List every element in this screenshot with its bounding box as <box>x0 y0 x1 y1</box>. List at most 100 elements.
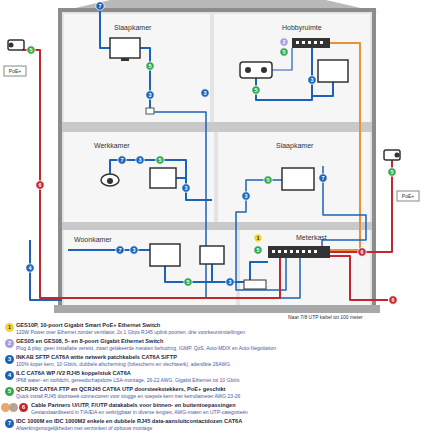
legend-title: GES05 en GES08, 5- en 8-poort Gigabit Et… <box>16 338 163 345</box>
callout-holder: 5 <box>145 62 155 70</box>
legend-description: Quick install RJ45 doorsteek-connectoren… <box>16 393 240 399</box>
legend-description: Plug & play, geen installatie vereist, z… <box>16 345 276 351</box>
legend-holder: GES05 en GES08, 5- en 8-poort Gigabit Et… <box>16 338 163 345</box>
legend-title: GES10P, 10-poort Gigabit Smart PoE+ Ethe… <box>16 322 160 329</box>
legend-title: ILC CAT6A WP /V2 RJ45 koppelstuk CAT6A <box>16 370 131 377</box>
callout-number: 3 <box>200 89 210 97</box>
legend-holder: INKAB SFTP CAT6A witte netwerk patchkabe… <box>16 354 177 361</box>
callout-holder: 1 <box>253 234 263 242</box>
legend-swatch: 7 <box>5 419 14 428</box>
callout-circle <box>26 264 34 272</box>
callout-number: 2 <box>279 38 289 46</box>
legend-swatch: 2 <box>5 339 14 348</box>
callout-number: 5 <box>251 86 261 94</box>
callout-holder: 7 <box>115 246 125 254</box>
legend-desc-holder: Plug & play, geen installatie vereist, z… <box>16 345 276 351</box>
callout-circle <box>252 86 260 94</box>
callout-circle <box>242 192 250 200</box>
callout-holder: 6 <box>35 181 45 189</box>
callout-holder: 5 <box>251 86 261 94</box>
legend-title: QCRJ45 CAT6A FTP en QCRJ45 CAT6A UTP doo… <box>16 386 225 393</box>
callout-circle <box>156 156 164 164</box>
room-box: Hobbyruimte <box>214 14 370 122</box>
callout-number: 6 <box>35 181 45 189</box>
callout-number: 5 <box>155 156 165 164</box>
callout-number: 5 <box>387 168 397 176</box>
callout-holder: 5 <box>155 156 165 164</box>
label-holder: Naar 7/8 UTP kabel tot 100 meter <box>288 314 363 321</box>
room-label: Werkkamer <box>94 142 130 150</box>
callout-circle <box>226 278 234 286</box>
legend-desc-holder: IP68 water- en stofdicht, gereedschapslo… <box>16 377 240 383</box>
callout-circle <box>280 38 288 46</box>
room-label: Slaapkamer <box>114 24 151 32</box>
callout-holder: 5 <box>263 176 273 184</box>
callout-holder: 7 <box>318 174 328 182</box>
room-box: Woonkamer <box>64 230 236 305</box>
legend-desc-holder: Gestandaardiseerd in TIA/EIA en verkrijg… <box>31 409 248 415</box>
callout-holder: 5 <box>26 46 36 54</box>
poe-label: PoE+ <box>4 66 26 76</box>
legend-number: 7 <box>5 419 14 428</box>
callout-circle <box>389 296 397 304</box>
callout-circle <box>27 46 35 54</box>
legend-number: 2 <box>5 339 14 348</box>
callout-number: 6 <box>388 296 398 304</box>
callout-number: 3 <box>307 76 317 84</box>
callout-circle <box>280 48 288 56</box>
legend-number: 1 <box>5 323 14 332</box>
callout-holder: 4 <box>25 264 35 272</box>
callout-holder: 3 <box>145 91 155 99</box>
legend-number: 4 <box>5 371 14 380</box>
callout-holder: 3 <box>135 156 145 164</box>
room-box: Slaapkamer <box>218 132 370 222</box>
legend-description: IP68 water- en stofdicht, gereedschapslo… <box>16 377 240 383</box>
callout-holder: 7 <box>117 156 127 164</box>
callout-number: 5 <box>279 48 289 56</box>
room-label: Hobbyruimte <box>282 24 322 32</box>
callout-circle <box>388 168 396 176</box>
callout-holder: 3 <box>129 246 139 254</box>
legend-title: Cable Partners U/UTP, F/UTP datakabels v… <box>31 402 236 409</box>
legend-number: 6 <box>19 403 28 412</box>
legend-number: 3 <box>5 355 14 364</box>
legend-holder: ILC CAT6A WP /V2 RJ45 koppelstuk CAT6A <box>16 370 131 377</box>
note-label: Naar 7/8 UTP kabel tot 100 meter <box>288 314 363 321</box>
callout-number: 3 <box>135 156 145 164</box>
legend-desc-holder: Afwerkingsmogelijkheden met verzonken of… <box>16 425 152 431</box>
callout-number: 6 <box>357 248 367 256</box>
legend-swatch: 3 <box>5 355 14 364</box>
callout-number: 5 <box>183 278 193 286</box>
legend-title: IDC 1000M en IDC 1000M2 enkele en dubbel… <box>16 418 242 425</box>
callout-holder: 5 <box>387 168 397 176</box>
legend-description: Gestandaardiseerd in TIA/EIA en verkrijg… <box>31 409 248 415</box>
callout-holder: 5 <box>279 48 289 56</box>
callout-circle <box>319 174 327 182</box>
callout-circle <box>136 156 144 164</box>
legend-holder: IDC 1000M en IDC 1000M2 enkele en dubbel… <box>16 418 242 425</box>
room-box: Slaapkamer <box>64 14 210 122</box>
room-label: Woonkamer <box>74 236 112 244</box>
legend-description: 100% koper kern, 10 Gbit/s, dubbele afsc… <box>16 361 230 367</box>
room-box: Meterkast <box>240 230 370 305</box>
legend-desc-holder: Quick install RJ45 doorsteek-connectoren… <box>16 393 240 399</box>
callout-number: 7 <box>117 156 127 164</box>
callout-circle <box>118 156 126 164</box>
callout-holder: 5 <box>183 278 193 286</box>
legend-desc-holder: 120W Power over Ethernet zonder ventilat… <box>16 329 245 335</box>
callout-number: 5 <box>145 62 155 70</box>
callout-number: 3 <box>129 246 139 254</box>
callout-holder: 3 <box>307 76 317 84</box>
callout-circle <box>254 246 262 254</box>
callout-number: 7 <box>95 2 105 10</box>
callout-number: 5 <box>253 246 263 254</box>
legend-swatch: 5 <box>5 387 14 396</box>
callout-number: 5 <box>26 46 36 54</box>
callout-number: 7 <box>318 174 328 182</box>
callout-circle <box>201 89 209 97</box>
poe-label: PoE+ <box>397 191 419 201</box>
room-label: Slaapkamer <box>276 142 313 150</box>
